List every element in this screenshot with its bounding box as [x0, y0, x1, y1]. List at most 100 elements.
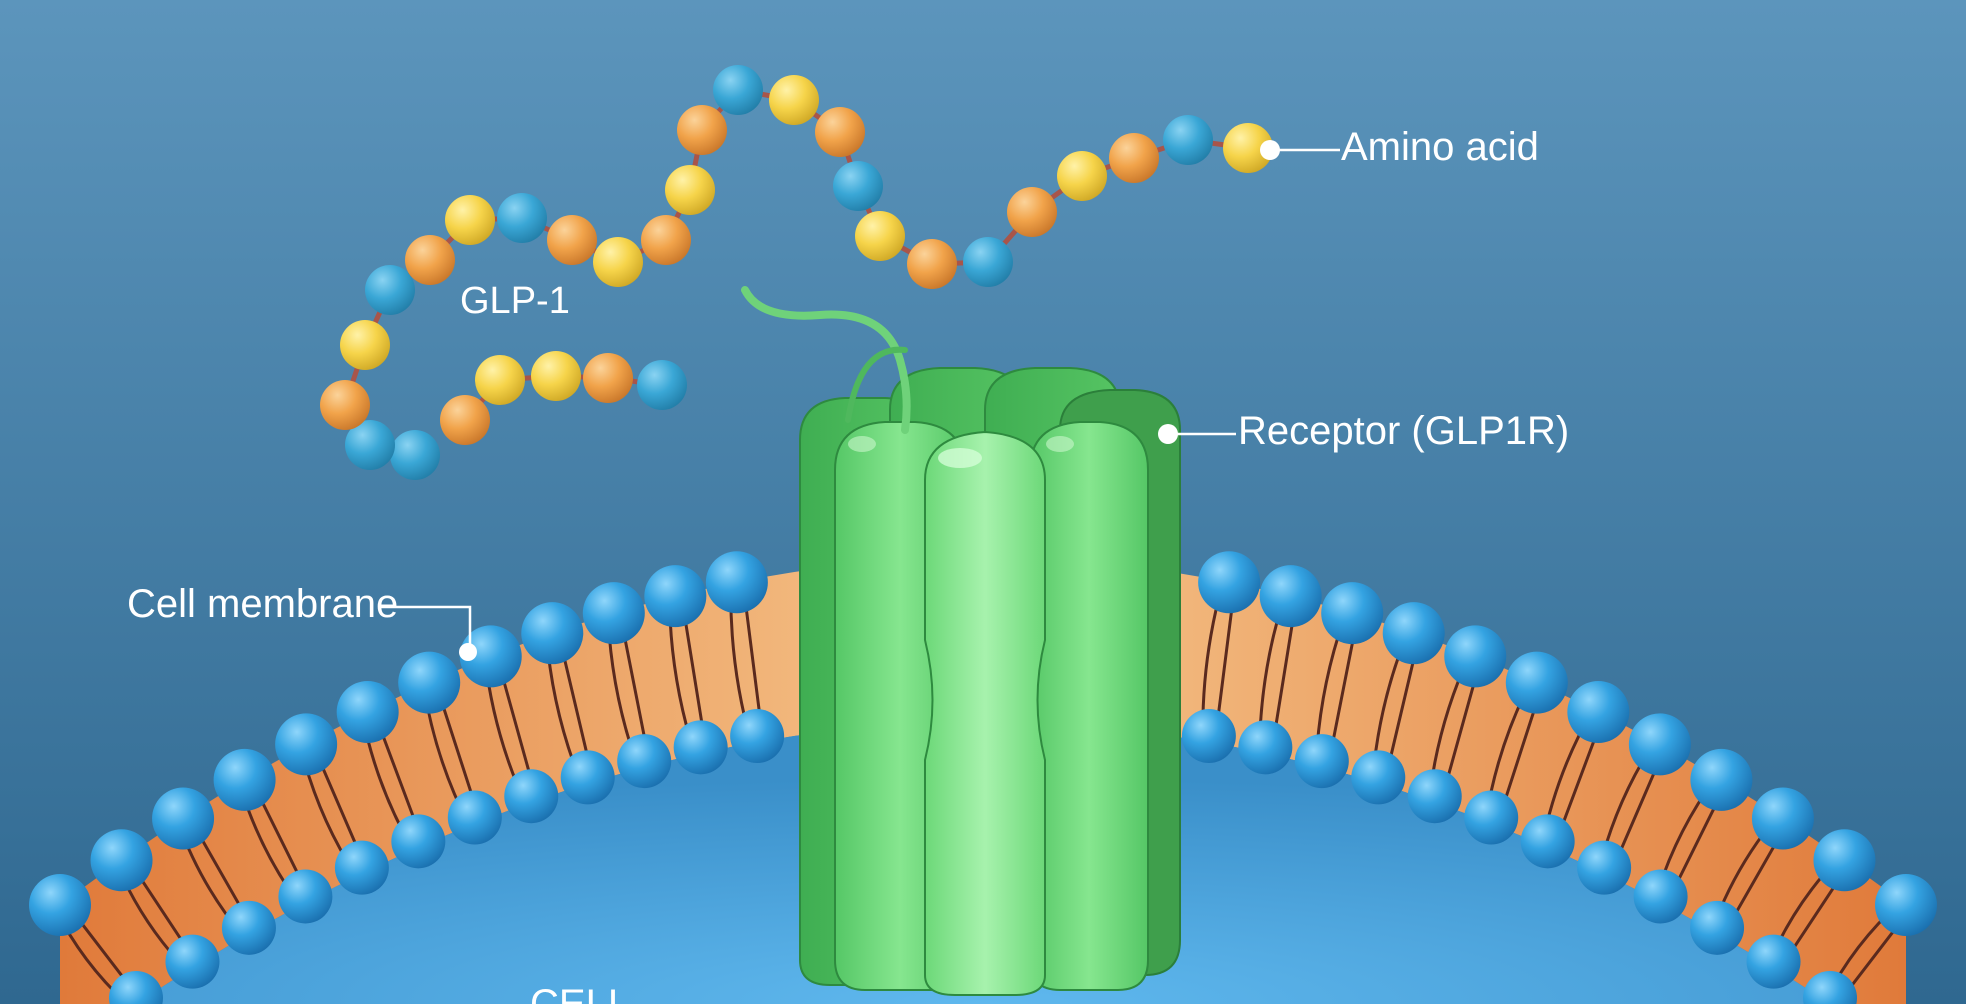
inner-phospholipid-head [1464, 790, 1519, 845]
amino-acid-bead [815, 107, 865, 157]
amino-acid-bead [547, 215, 597, 265]
amino-acid-bead [1109, 133, 1159, 183]
amino-acid-bead [345, 420, 395, 470]
outer-phospholipid-head [1382, 602, 1445, 665]
amino-acid-bead [320, 380, 370, 430]
outer-phospholipid-head [1813, 829, 1876, 892]
amino-acid-bead [855, 211, 905, 261]
amino-acid-bead [340, 320, 390, 370]
amino-acid-bead [1163, 115, 1213, 165]
receptor-highlight [1046, 436, 1074, 452]
amino-acid-leader-dot [1260, 140, 1280, 160]
amino-acid-bead [665, 165, 715, 215]
cell-membrane-leader-dot [459, 643, 477, 661]
inner-phospholipid-head [1294, 734, 1349, 789]
inner-phospholipid-head [1803, 971, 1857, 1004]
amino-acid-bead [365, 265, 415, 315]
inner-phospholipid-head [617, 734, 672, 789]
amino-acid-bead [445, 195, 495, 245]
outer-phospholipid-head [275, 713, 338, 776]
inner-phospholipid-head [221, 900, 276, 955]
amino-acid-bead [593, 237, 643, 287]
amino-acid-label: Amino acid [1341, 125, 1539, 169]
amino-acid-bead [531, 351, 581, 401]
amino-acid-bead [677, 105, 727, 155]
inner-phospholipid-head [1577, 840, 1632, 895]
receptor-extracellular-tail [741, 286, 911, 434]
glp1-peptide-chain [320, 65, 1273, 480]
amino-acid-bead [637, 360, 687, 410]
inner-phospholipid-head [1690, 900, 1745, 955]
inner-phospholipid-head [1181, 709, 1236, 764]
receptor-highlight [938, 448, 982, 468]
outer-phospholipid-head [1751, 787, 1814, 850]
inner-phospholipid-head [673, 720, 728, 775]
receptor-label: Receptor (GLP1R) [1238, 409, 1570, 453]
leader-lines [378, 140, 1340, 661]
inner-phospholipid-head [391, 814, 446, 869]
receptor-loop [845, 346, 908, 423]
amino-acid-bead [440, 395, 490, 445]
receptor-helix-front-center [924, 430, 1046, 996]
receptor-helix-front-right [1029, 421, 1149, 991]
amino-acid-bead [390, 430, 440, 480]
outer-phospholipid-head [29, 874, 91, 936]
inner-phospholipid-head [334, 840, 389, 895]
outer-phospholipid-head [1690, 748, 1753, 811]
outer-phospholipid-head [705, 551, 768, 614]
inner-phospholipid-head [730, 709, 785, 764]
inner-phospholipid-heads [109, 709, 1857, 1004]
amino-acid-bead [833, 161, 883, 211]
outer-phospholipid-head [1444, 625, 1507, 688]
receptor-highlight [848, 436, 876, 452]
outer-phospholipid-head [1875, 874, 1937, 936]
outer-phospholipid-head [1259, 565, 1322, 628]
inner-phospholipid-head [1407, 769, 1462, 824]
amino-acid-bead [713, 65, 763, 115]
outer-phospholipid-head [1567, 680, 1630, 743]
amino-acid-bead [405, 235, 455, 285]
amino-acid-bead [583, 353, 633, 403]
outer-phospholipid-head [398, 651, 461, 714]
amino-acid-bead [1223, 123, 1273, 173]
outer-phospholipid-head [1321, 582, 1384, 645]
outer-phospholipid-head [521, 602, 584, 665]
inner-phospholipid-head [1746, 934, 1801, 989]
inner-phospholipid-head [1351, 750, 1406, 805]
outer-phospholipid-head [90, 829, 153, 892]
amino-acid-bead [1057, 151, 1107, 201]
amino-acid-bead [1007, 187, 1057, 237]
receptor-glp1r [741, 286, 1181, 996]
inner-phospholipid-head [1633, 869, 1688, 924]
inner-phospholipid-head [165, 934, 220, 989]
outer-phospholipid-head [336, 680, 399, 743]
inner-phospholipid-head [504, 769, 559, 824]
inner-phospholipid-head [447, 790, 502, 845]
amino-acid-bead [497, 193, 547, 243]
inner-phospholipid-head [278, 869, 333, 924]
cell-membrane-label: Cell membrane [127, 582, 399, 626]
inner-phospholipid-head [1238, 720, 1293, 775]
outer-phospholipid-head [152, 787, 215, 850]
amino-acid-bead [475, 355, 525, 405]
membrane-lipid-core [60, 557, 1906, 1004]
outer-phospholipid-head [1628, 713, 1691, 776]
outer-phospholipid-head [582, 582, 645, 645]
outer-phospholipid-head [1198, 551, 1261, 614]
outer-phospholipid-head [459, 625, 522, 688]
amino-acid-bead [641, 215, 691, 265]
inner-phospholipid-head [109, 971, 163, 1004]
outer-phospholipid-head [1505, 651, 1568, 714]
inner-phospholipid-head [560, 750, 615, 805]
outer-phospholipid-head [213, 748, 276, 811]
amino-acid-bead [769, 75, 819, 125]
glp1-label: GLP-1 [460, 280, 570, 322]
cell-membrane-leader [378, 605, 472, 650]
amino-acid-bead [963, 237, 1013, 287]
cell-interior-label: CELL [530, 982, 631, 1004]
receptor-leader-dot [1158, 424, 1178, 444]
outer-phospholipid-heads [29, 551, 1937, 936]
outer-phospholipid-head [644, 565, 707, 628]
